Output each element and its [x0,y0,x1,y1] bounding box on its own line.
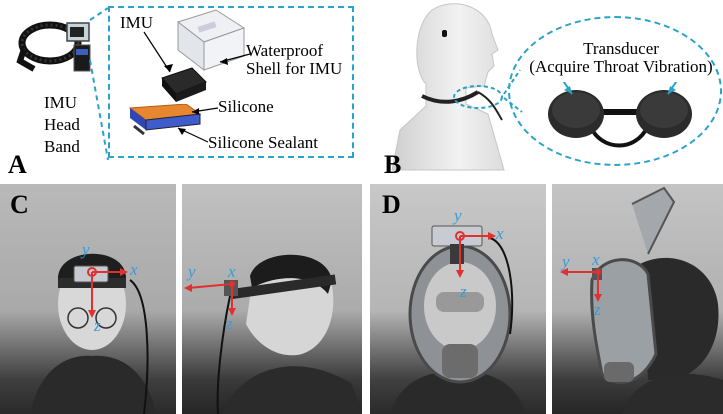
panel-d-side-photo: y x z [552,184,723,414]
d-side-z-label: z [594,300,601,319]
zoom-connector-lines [89,7,109,161]
person-mask-front-silhouette [390,225,526,414]
silicone-illustration [128,104,202,136]
c-side-z-label: z [226,314,233,333]
d-side-x-label: x [592,250,600,269]
head-band-label: IMU Head Band [44,93,80,156]
sealant-arrow [177,127,209,143]
panel-c-side-photo: y x z [182,184,362,414]
mannequin-illustration [392,3,505,171]
ellipse-connector-lines [503,69,523,113]
c-front-z-label: z [94,316,101,335]
d-front-z-label: z [460,282,467,301]
c-front-y-label: y [82,240,90,259]
imu-label: IMU [120,13,154,32]
shell-label: Waterproof Shell for IMU [246,41,343,78]
c-side-y-label: y [188,262,196,281]
transducer-label: Transducer (Acquire Throat Vibration) [529,39,713,76]
shell-arrow [219,53,251,65]
silicone-arrow [191,107,219,115]
panel-d: y x z y x z D [370,184,723,414]
c-side-x-label: x [228,262,236,281]
panel-d-front-photo: y x z [370,184,546,414]
d-front-x-label: x [496,224,504,243]
panel-a: IMU Head Band IMU Waterproof Shell for I… [0,0,360,180]
c-front-x-label: x [130,260,138,279]
transducer-location-marker [453,85,503,109]
person-front-silhouette [30,253,156,414]
panel-c: y x z y x z C [0,184,362,414]
zoom-box [108,6,354,158]
transducer-illustration [548,82,692,148]
person-mask-side-silhouette [560,186,723,414]
imu-device-illustration [161,67,207,102]
panel-letter-c: C [10,190,29,219]
silicone-label: Silicone [218,97,274,116]
imu-head-band-illustration [16,21,91,72]
waterproof-shell-illustration [176,9,246,72]
panel-c-front-photo: y x z [0,184,176,414]
d-front-y-label: y [454,206,462,225]
transducer-zoom-ellipse [508,16,722,166]
d-side-y-label: y [562,252,570,271]
panel-letter-b: B [384,150,402,179]
panel-letter-a: A [8,150,27,179]
sealant-label: Silicone Sealant [208,133,319,152]
person-side-silhouette [184,254,362,414]
panel-b: Transducer (Acquire Throat Vibration) B [370,0,723,180]
panel-letter-d: D [382,190,401,219]
imu-arrow [143,31,173,73]
